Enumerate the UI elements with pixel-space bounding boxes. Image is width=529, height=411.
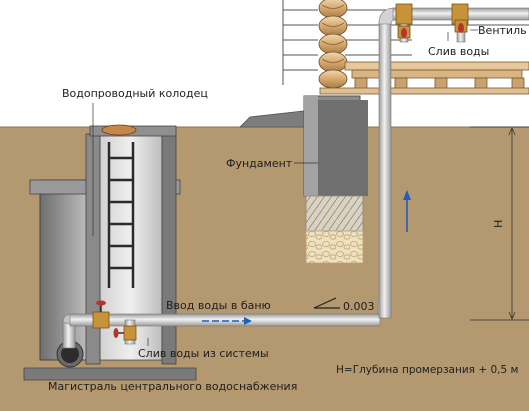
- depth-formula-label: H=Глубина промерзания + 0,5 м: [336, 364, 518, 376]
- main-label: Магистраль центрального водоснабжения: [48, 380, 297, 393]
- foundation-label: Фундамент: [226, 157, 293, 170]
- depth-symbol-label: H: [492, 220, 505, 228]
- log-wall: [318, 0, 348, 89]
- foundation: [239, 95, 368, 264]
- depth-dimension: [470, 126, 529, 321]
- well-ladder: [107, 142, 135, 288]
- flow-arrow-vertical: [403, 190, 411, 232]
- valve-icon: [92, 300, 110, 329]
- slope-label: 0.003: [343, 300, 375, 313]
- drain-system-label: Слив воды из системы: [138, 347, 269, 360]
- well-label: Водопроводный колодец: [62, 87, 208, 100]
- flow-arrow-horizontal: [202, 317, 252, 325]
- drain-valve-icon: [113, 325, 137, 341]
- inlet-label: Ввод воды в баню: [166, 299, 271, 312]
- leader-lines: [92, 29, 478, 346]
- water-well: [23, 124, 197, 381]
- bath-house: [282, 0, 529, 95]
- top-fittings: [395, 3, 469, 39]
- pipeline: [62, 7, 529, 349]
- slope-symbol: [313, 297, 340, 309]
- valve-label: Вентиль: [478, 24, 527, 37]
- drain-top-label: Слив воды: [428, 45, 489, 58]
